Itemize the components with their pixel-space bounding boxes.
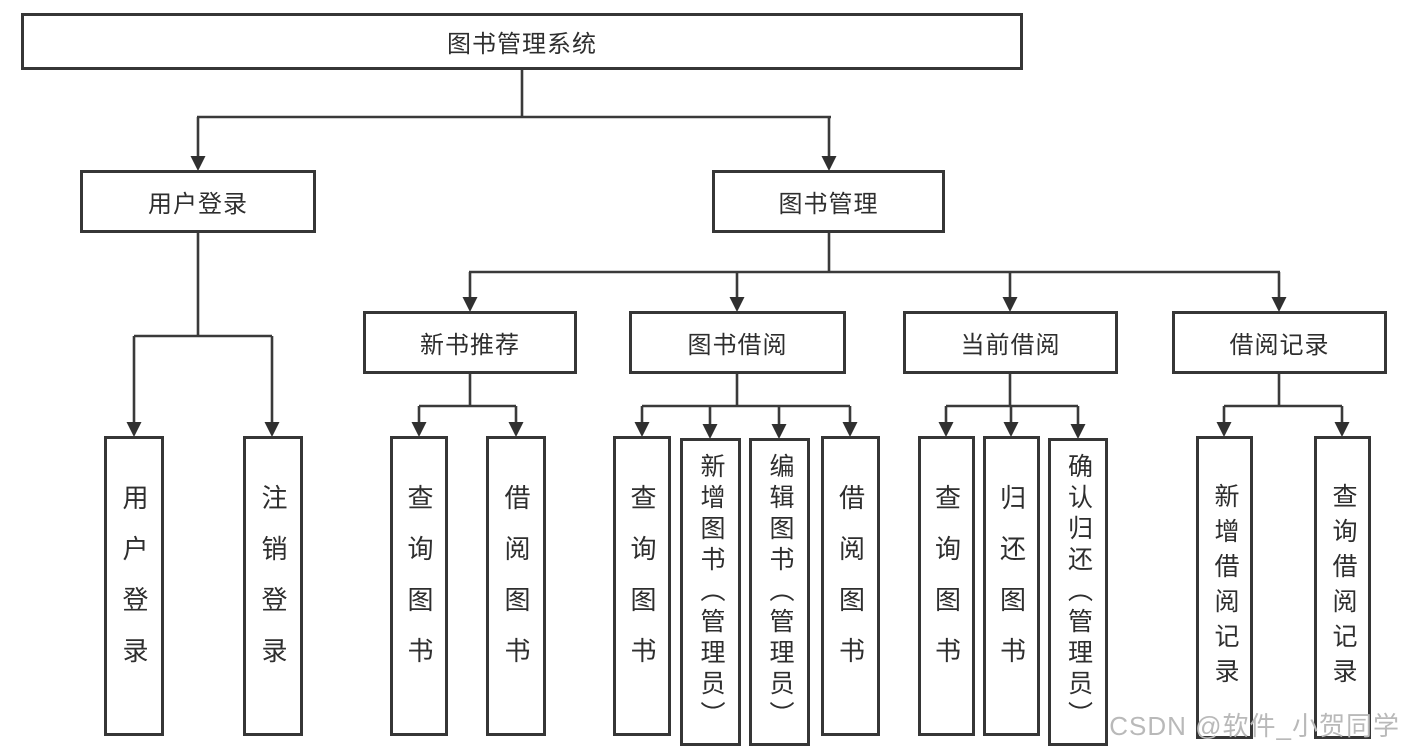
leaf-record-add-borrow-record: 新增借阅记录 (1196, 436, 1253, 739)
node-book-management: 图书管理 (712, 170, 945, 233)
node-root: 图书管理系统 (21, 13, 1023, 70)
leaf-user-login: 用户登录 (104, 436, 164, 736)
watermark: CSDN @软件_小贺同学 (1109, 711, 1400, 741)
node-user-login-label: 用户登录 (148, 191, 248, 218)
leaf-user-login-label: 用户登录 (119, 484, 149, 688)
leaf-record-query-borrow-record-label: 查询借阅记录 (1329, 482, 1357, 693)
leaf-recommend-query-books: 查询图书 (390, 436, 448, 736)
leaf-record-add-borrow-record-label: 新增借阅记录 (1211, 482, 1239, 693)
leaf-borrow-borrow-books: 借阅图书 (821, 436, 880, 736)
leaf-borrow-query-books-label: 查询图书 (627, 484, 657, 688)
leaf-current-return-books-label: 归还图书 (996, 484, 1027, 688)
leaf-current-confirm-return-admin: 确认归还（管理员） (1048, 438, 1108, 746)
node-book-management-label: 图书管理 (778, 191, 879, 218)
leaf-recommend-query-books-label: 查询图书 (404, 484, 434, 688)
node-new-book-recommend: 新书推荐 (363, 311, 577, 374)
node-book-borrow: 图书借阅 (629, 311, 846, 374)
leaf-recommend-borrow-books-label: 借阅图书 (501, 484, 531, 688)
leaf-current-query-books: 查询图书 (918, 436, 975, 736)
leaf-borrow-edit-books-admin: 编辑图书（管理员） (749, 438, 810, 746)
leaf-record-query-borrow-record: 查询借阅记录 (1314, 436, 1371, 739)
leaf-borrow-borrow-books-label: 借阅图书 (835, 484, 866, 688)
leaf-current-confirm-return-admin-label: 确认归还（管理员） (1064, 452, 1093, 732)
node-borrow-records-label: 借阅记录 (1229, 332, 1330, 359)
node-borrow-records: 借阅记录 (1172, 311, 1387, 374)
leaf-logout-label: 注销登录 (258, 484, 288, 688)
leaf-borrow-add-books-admin-label: 新增图书（管理员） (697, 452, 725, 732)
node-current-borrow-label: 当前借阅 (960, 332, 1061, 359)
leaf-borrow-edit-books-admin-label: 编辑图书（管理员） (766, 452, 794, 732)
node-user-login: 用户登录 (80, 170, 316, 233)
node-new-book-recommend-label: 新书推荐 (420, 332, 520, 359)
node-current-borrow: 当前借阅 (903, 311, 1118, 374)
leaf-borrow-add-books-admin: 新增图书（管理员） (680, 438, 741, 746)
leaf-borrow-query-books: 查询图书 (613, 436, 671, 736)
leaf-logout: 注销登录 (243, 436, 303, 736)
leaf-recommend-borrow-books: 借阅图书 (486, 436, 546, 736)
leaf-current-query-books-label: 查询图书 (931, 484, 962, 688)
node-book-borrow-label: 图书借阅 (687, 332, 788, 359)
leaf-current-return-books: 归还图书 (983, 436, 1040, 736)
node-root-label: 图书管理系统 (447, 31, 597, 58)
